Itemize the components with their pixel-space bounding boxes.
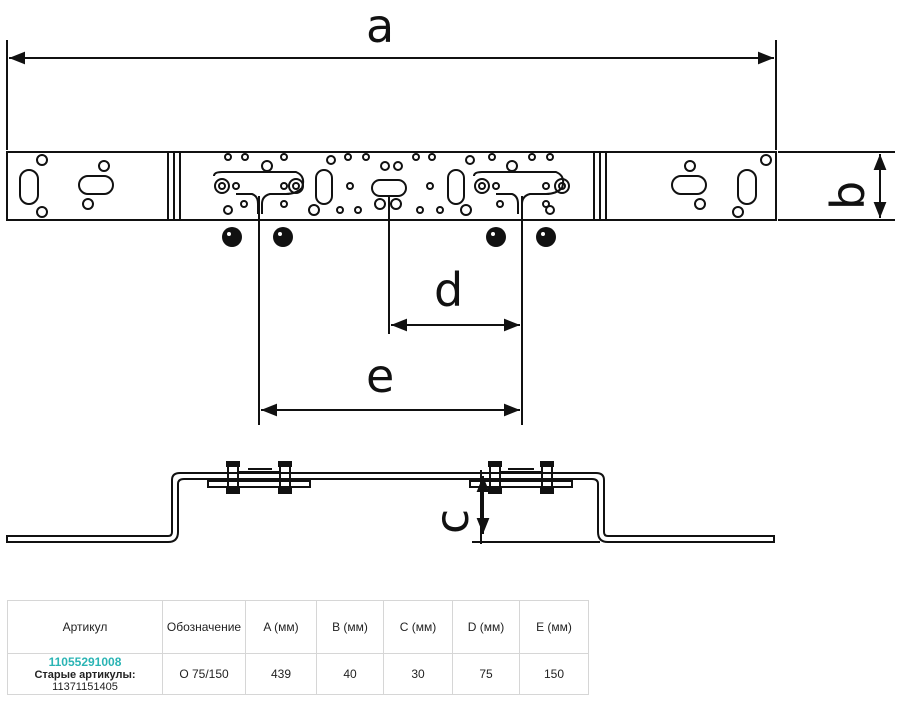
bracket-side-view bbox=[6, 462, 775, 543]
bracket-top-view bbox=[6, 151, 777, 221]
designation-cell: O 75/150 bbox=[162, 653, 246, 695]
bolt-icon bbox=[222, 227, 242, 247]
dimension-a bbox=[6, 40, 777, 150]
dimension-c bbox=[472, 470, 600, 544]
header-article: Артикул bbox=[7, 600, 163, 654]
spec-table: Артикул Обозначение A (мм) B (мм) C (мм)… bbox=[7, 600, 589, 695]
value-e-cell: 150 bbox=[519, 653, 589, 695]
dimension-d bbox=[388, 196, 523, 425]
bolt-icon bbox=[536, 227, 556, 247]
dimension-label-e: e bbox=[366, 349, 394, 403]
header-designation: Обозначение bbox=[162, 600, 246, 654]
header-d: D (мм) bbox=[452, 600, 520, 654]
header-a: A (мм) bbox=[245, 600, 317, 654]
dimension-label-c: c bbox=[425, 509, 479, 534]
bolt-heads bbox=[222, 227, 556, 247]
value-a-cell: 439 bbox=[245, 653, 317, 695]
header-b: B (мм) bbox=[316, 600, 384, 654]
table-row: 11055291008 Старые артикулы: 11371151405… bbox=[7, 653, 589, 695]
bolt-icon bbox=[273, 227, 293, 247]
dimension-e bbox=[258, 196, 520, 425]
value-d-cell: 75 bbox=[452, 653, 520, 695]
article-link[interactable]: 11055291008 bbox=[48, 655, 122, 669]
dimension-label-d: d bbox=[434, 263, 463, 317]
value-b-cell: 40 bbox=[316, 653, 384, 695]
value-c-cell: 30 bbox=[383, 653, 453, 695]
article-cell: 11055291008 Старые артикулы: 11371151405 bbox=[7, 653, 163, 695]
dimension-b bbox=[778, 151, 895, 221]
old-article-value: 11371151405 bbox=[52, 681, 118, 693]
old-articles-label: Старые артикулы: bbox=[34, 669, 136, 681]
header-e: E (мм) bbox=[519, 600, 589, 654]
mounting-bracket-drawing: a bbox=[6, 0, 895, 544]
dimension-label-a: a bbox=[366, 0, 394, 53]
dimension-label-b: b bbox=[821, 181, 875, 210]
bolt-icon bbox=[486, 227, 506, 247]
header-c: C (мм) bbox=[383, 600, 453, 654]
table-header-row: Артикул Обозначение A (мм) B (мм) C (мм)… bbox=[7, 600, 589, 654]
